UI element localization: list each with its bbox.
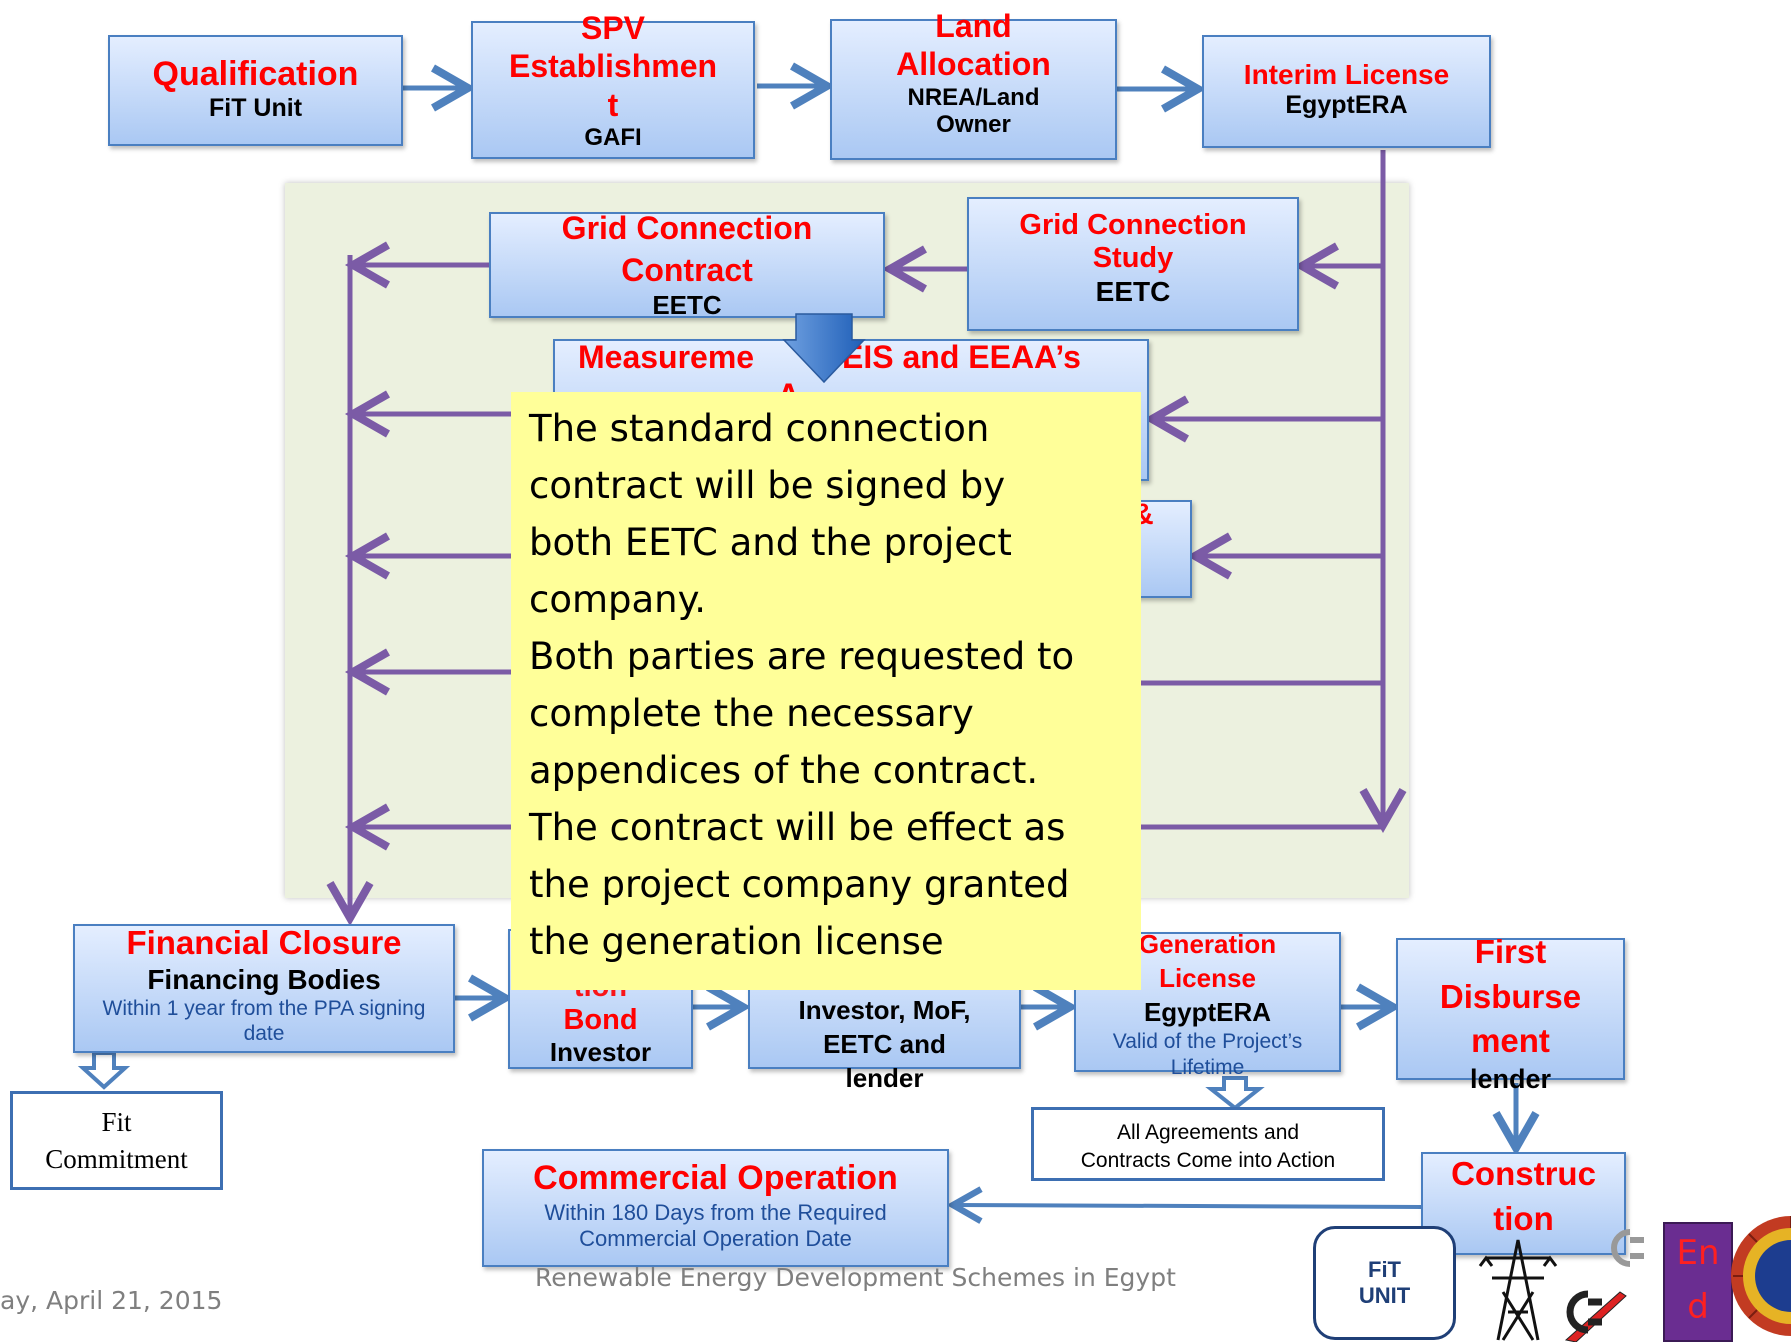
financial-box: Financial Closure Financing Bodies Withi… xyxy=(73,924,455,1053)
down-arrow-icon xyxy=(782,313,866,384)
callout-line-4: company. xyxy=(529,578,707,621)
fit-unit-badge: FiT UNIT xyxy=(1313,1226,1456,1340)
land-sub-2: Owner xyxy=(936,111,1011,139)
eis-title-left: Measureme xyxy=(578,339,755,375)
commercial-title: Commercial Operation xyxy=(533,1159,898,1197)
end-line-2: d xyxy=(1687,1287,1709,1327)
construction-title-2: tion xyxy=(1493,1199,1554,1237)
interim-sub: EgyptERA xyxy=(1285,91,1408,120)
generation-box: Generation License EgyptERA Valid of the… xyxy=(1074,929,1341,1079)
generation-sub: EgyptERA xyxy=(1143,996,1272,1027)
generation-title-1: Generation xyxy=(1138,929,1277,959)
arrow-construction-commercial xyxy=(946,1186,1422,1224)
interim-title: Interim License xyxy=(1243,59,1450,90)
callout-line-1: The standard connection xyxy=(529,407,990,450)
fit-commitment-box: Fit Commitment xyxy=(10,1091,223,1190)
first-disbursement-title-1: First xyxy=(1474,933,1547,970)
agreements-line-2: Contracts Come into Action xyxy=(1080,1149,1336,1172)
investor-sub-3: lender xyxy=(845,1062,924,1093)
hollow-arrow-agreements xyxy=(1205,1076,1265,1111)
spv-title-3: t xyxy=(607,86,619,123)
grid-study-title-1: Grid Connection xyxy=(1019,209,1247,241)
grid-contract-title-2: Contract xyxy=(621,251,753,288)
financial-title: Financial Closure xyxy=(126,924,402,961)
grid-study-title-2: Study xyxy=(1092,242,1174,275)
fit-unit-line-1: FiT xyxy=(1368,1257,1401,1282)
eis-title-right: EIS and EEAA’s xyxy=(842,339,1081,375)
spv-box: SPV Establishmen t GAFI xyxy=(471,10,755,159)
construction-title-1: Construc xyxy=(1451,1155,1596,1192)
construction-box: Construc tion xyxy=(1421,1152,1626,1255)
hollow-arrow-fit xyxy=(77,1051,131,1090)
interim-box: Interim License EgyptERA xyxy=(1202,35,1491,148)
grid-study-sub: EETC xyxy=(1095,275,1171,307)
grid-contract-title-1: Grid Connection xyxy=(561,210,813,246)
callout-line-3: both EETC and the project xyxy=(529,521,1012,564)
investor-sub-2: EETC and xyxy=(823,1028,946,1059)
spv-sub: GAFI xyxy=(584,124,642,152)
grid-contract-box: Grid Connection Contract EETC xyxy=(489,210,885,321)
callout-line-5: Both parties are requested to xyxy=(529,635,1075,678)
qualification-box: Qualification FiT Unit xyxy=(108,35,403,146)
end-box: En d xyxy=(1663,1222,1733,1342)
grid-contract-sub: EETC xyxy=(652,290,722,321)
pylon-plug-icon xyxy=(1478,1229,1644,1342)
footer-date: ay, April 21, 2015 xyxy=(0,1286,223,1315)
fit-commitment-line-2: Commitment xyxy=(45,1144,188,1174)
callout-line-8: The contract will be effect as xyxy=(529,806,1066,849)
emblem-logo-icon xyxy=(1731,1216,1791,1336)
generation-note-2: Lifetime xyxy=(1170,1055,1245,1079)
land-box: Land Allocation NREA/Land Owner xyxy=(830,8,1117,160)
land-sub-1: NREA/Land xyxy=(907,83,1040,111)
financial-note: Within 1 year from the PPA signing date xyxy=(102,997,426,1046)
bond-sub: Investor xyxy=(549,1036,652,1067)
footer-title: Renewable Energy Development Schemes in … xyxy=(535,1263,1176,1292)
first-disbursement-title-2: Disburse xyxy=(1439,977,1582,1015)
callout-line-9: the project company granted xyxy=(529,863,1070,906)
land-title-1: Land xyxy=(935,8,1012,44)
first-disbursement-box: First Disburse ment lender xyxy=(1396,933,1625,1094)
qualification-sub: FiT Unit xyxy=(208,94,303,123)
grid-study-box: Grid Connection Study EETC xyxy=(967,197,1299,331)
first-disbursement-sub: lender xyxy=(1469,1063,1552,1094)
bond-title-2: Bond xyxy=(563,1004,638,1037)
callout-line-6: complete the necessary xyxy=(529,692,974,735)
investor-sub-1: Investor, MoF, xyxy=(798,995,971,1025)
qualification-title: Qualification xyxy=(152,55,359,93)
commercial-note-1: Within 180 Days from the Required xyxy=(544,1200,887,1226)
callout-line-2: contract will be signed by xyxy=(529,464,1006,507)
callout-line-7: appendices of the contract. xyxy=(529,749,1039,792)
callout-line-10: the generation license xyxy=(529,920,944,963)
generation-note-1: Valid of the Project’s xyxy=(1112,1030,1303,1054)
financial-sub: Financing Bodies xyxy=(147,963,381,995)
land-title-2: Allocation xyxy=(896,46,1051,83)
fit-unit-line-2: UNIT xyxy=(1358,1283,1411,1308)
fit-commitment-line-1: Fit xyxy=(101,1107,132,1137)
end-line-1: En xyxy=(1676,1233,1720,1273)
contract-callout: The standard connection contract will be… xyxy=(511,392,1141,990)
commercial-note-2: Commercial Operation Date xyxy=(579,1226,852,1252)
spv-title-2: Establishmen xyxy=(508,48,718,85)
agreements-box: All Agreements and Contracts Come into A… xyxy=(1031,1107,1385,1181)
agreements-line-1: All Agreements and xyxy=(1116,1121,1300,1144)
commercial-operation-box: Commercial Operation Within 180 Days fro… xyxy=(482,1149,949,1267)
spv-title-1: SPV xyxy=(580,10,646,46)
first-disbursement-title-3: ment xyxy=(1471,1022,1550,1060)
generation-title-2: License xyxy=(1159,962,1256,993)
